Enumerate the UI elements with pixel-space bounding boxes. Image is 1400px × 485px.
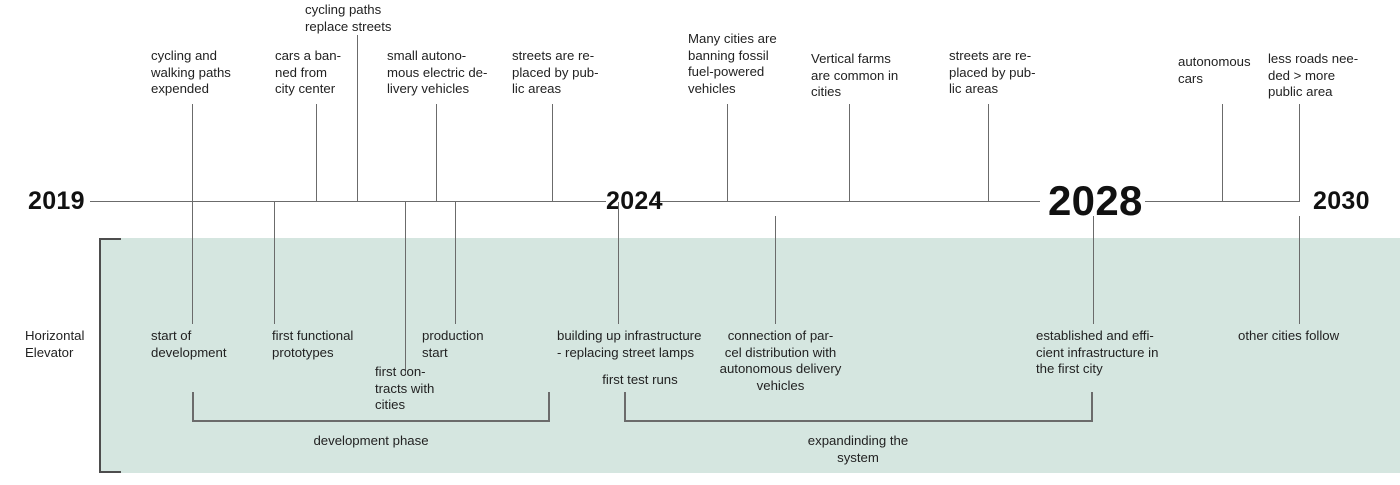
event-above-label-8: streets are re- placed by pub- lic areas bbox=[949, 48, 1036, 96]
row-title-horizontal-elevator: Horizontal Elevator bbox=[25, 328, 85, 360]
event-above-label-7: Vertical farms are common in cities bbox=[811, 51, 899, 99]
tick-above-5 bbox=[552, 104, 553, 202]
tick-below-5 bbox=[618, 202, 619, 324]
phase-label-expanding: expandinding the system bbox=[807, 433, 909, 465]
year-label-2019: 2019 bbox=[28, 187, 85, 215]
event-above-label-9: autonomous cars bbox=[1178, 54, 1251, 86]
event-above-label-10: less roads nee- ded > more public area bbox=[1268, 51, 1359, 99]
phase-bracket-development bbox=[192, 392, 550, 422]
phase-bracket-expanding bbox=[624, 392, 1093, 422]
tick-above-2 bbox=[316, 104, 317, 202]
tick-above-9 bbox=[1222, 104, 1223, 202]
event-below-label-3: first con- tracts with cities bbox=[375, 364, 435, 412]
phase-label-development: development phase bbox=[313, 433, 429, 448]
event-above-label-5: streets are re- placed by pub- lic areas bbox=[512, 48, 599, 96]
event-above-label-1: cycling and walking paths expended bbox=[151, 48, 231, 96]
tick-above-10 bbox=[1299, 104, 1300, 202]
tick-above-7 bbox=[849, 104, 850, 202]
event-below-label-5: building up infrastructure - replacing s… bbox=[557, 328, 702, 360]
event-above-label-4: small autono- mous electric de- livery v… bbox=[387, 48, 488, 96]
phase-panel-bracket bbox=[99, 238, 121, 473]
tick-above-3 bbox=[357, 35, 358, 202]
event-below-label-6: first test runs bbox=[602, 372, 678, 387]
event-below-label-4: production start bbox=[422, 328, 484, 360]
year-label-2028: 2028 bbox=[1048, 177, 1143, 224]
year-label-2030: 2030 bbox=[1313, 187, 1370, 215]
tick-below-3 bbox=[405, 202, 406, 375]
event-below-label-8: established and effi- cient infrastructu… bbox=[1036, 328, 1159, 376]
tick-below-8 bbox=[1299, 216, 1300, 324]
tick-above-1 bbox=[192, 104, 193, 202]
tick-below-6 bbox=[775, 216, 776, 324]
event-below-label-2: first functional prototypes bbox=[272, 328, 354, 360]
tick-above-8 bbox=[988, 104, 989, 202]
event-above-label-6: Many cities are banning fossil fuel-powe… bbox=[688, 31, 777, 96]
tick-below-7 bbox=[1093, 216, 1094, 324]
phase-panel-background bbox=[100, 238, 1400, 473]
tick-below-2 bbox=[274, 202, 275, 324]
tick-above-6 bbox=[727, 104, 728, 202]
event-above-label-2: cars a ban- ned from city center bbox=[275, 48, 341, 96]
event-below-label-9: other cities follow bbox=[1238, 328, 1340, 343]
axis-segment-2019-2024 bbox=[90, 201, 606, 202]
event-below-label-1: start of development bbox=[151, 328, 227, 360]
year-label-2024: 2024 bbox=[606, 187, 663, 215]
tick-below-4 bbox=[455, 202, 456, 324]
event-below-label-7: connection of par- cel distribution with… bbox=[719, 328, 842, 393]
tick-above-4 bbox=[436, 104, 437, 202]
event-above-label-3: cycling paths replace streets bbox=[305, 2, 392, 34]
tick-below-1 bbox=[192, 202, 193, 324]
axis-segment-2024-2028 bbox=[655, 201, 1040, 202]
